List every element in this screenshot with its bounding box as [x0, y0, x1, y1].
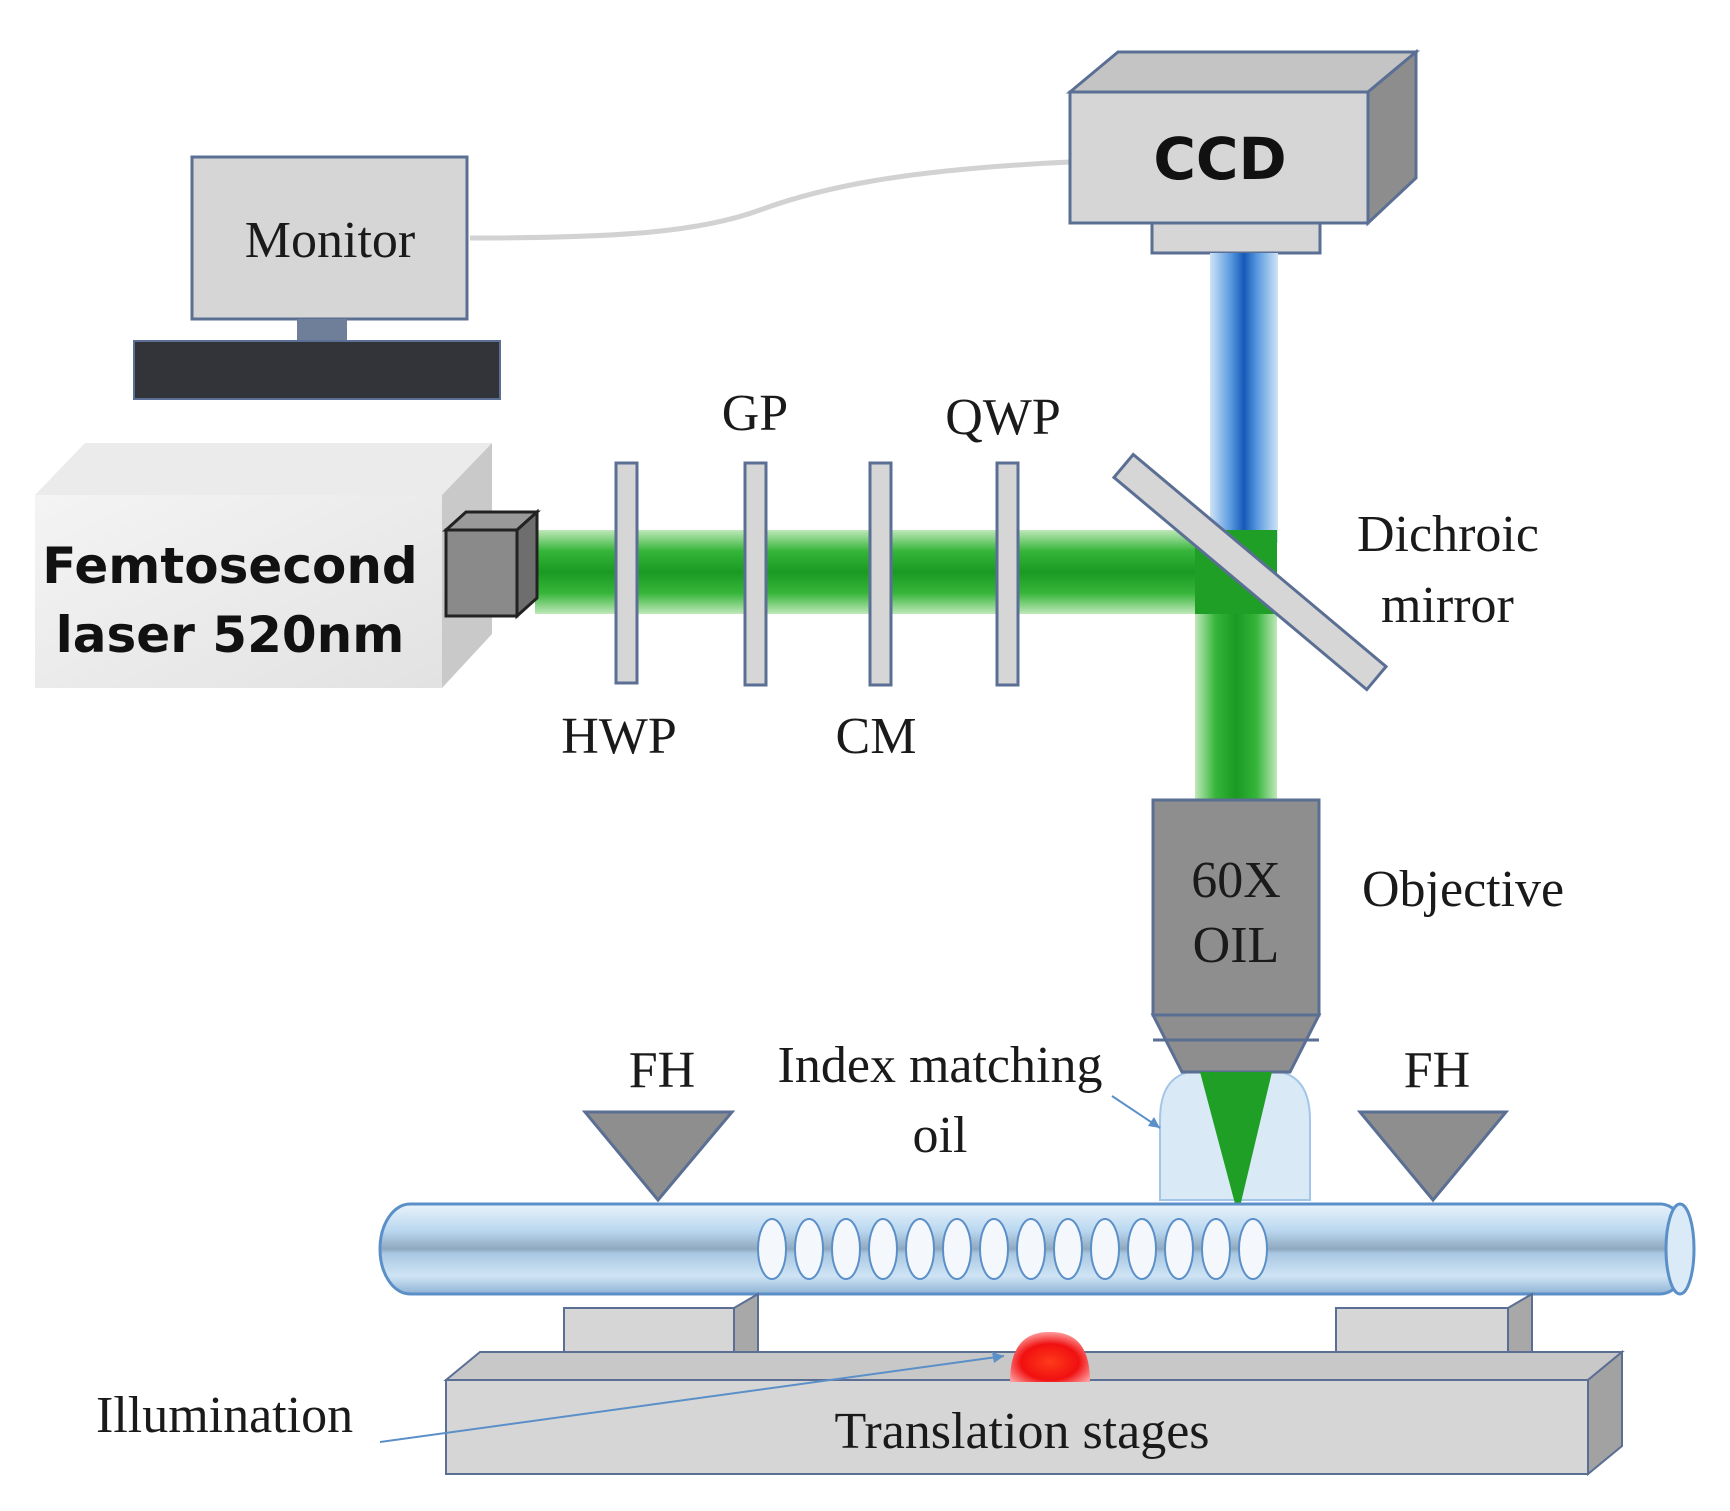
monitor: Monitor	[133, 155, 1071, 400]
fiber-end-face	[1664, 1202, 1696, 1296]
grating-mark	[757, 1218, 787, 1280]
femtosecond-laser: Femtosecond laser 520nm	[35, 443, 541, 688]
ccd-top-face	[1065, 50, 1421, 94]
illumination-leader-arrowhead	[992, 1352, 1004, 1363]
ccd-lens-mount	[1150, 221, 1322, 255]
dichroic-mirror-plate	[1111, 452, 1389, 692]
monitor-base	[133, 340, 501, 400]
illumination-leader-line	[379, 1355, 1005, 1443]
objective-body	[1151, 798, 1321, 1017]
laser-aperture-front	[444, 528, 519, 618]
cm-label: CM	[836, 708, 917, 765]
objective-nose	[1150, 1013, 1322, 1074]
focused-beam-cone	[1200, 1072, 1272, 1215]
illumination-source	[1010, 1332, 1090, 1382]
grating-mark	[1016, 1218, 1046, 1280]
objective-label-line2: OIL	[1193, 917, 1280, 974]
fh-left-label: FH	[629, 1042, 695, 1099]
optics-row: GP QWP HWP CM	[561, 385, 1061, 765]
hwp-plate	[614, 461, 639, 685]
grating-mark	[1201, 1218, 1231, 1280]
stages-label: Translation stages	[834, 1403, 1209, 1460]
qwp-label: QWP	[945, 389, 1061, 446]
laser-top-face	[35, 443, 492, 495]
monitor-screen	[190, 155, 469, 321]
grating-mark	[794, 1218, 824, 1280]
fiber-grating-marks	[757, 1218, 1268, 1280]
grating-mark	[979, 1218, 1009, 1280]
laser-aperture-side	[515, 508, 539, 620]
objective-label-line1: 60X	[1191, 852, 1281, 909]
fiber-holder-left	[581, 1110, 736, 1203]
monitor-label: Monitor	[245, 212, 415, 269]
fiber-holders: FH FH	[581, 1042, 1510, 1203]
laser-label-line1: Femtosecond	[42, 537, 417, 595]
grating-mark	[1164, 1218, 1194, 1280]
ccd-camera: CCD	[1065, 48, 1421, 255]
monitor-neck	[297, 319, 347, 341]
gp-label: GP	[722, 385, 788, 442]
dichroic-label-line1: Dichroic	[1357, 506, 1539, 563]
cm-plate	[868, 461, 893, 687]
grating-mark	[1090, 1218, 1120, 1280]
dichroic-mirror: Dichroic mirror	[1111, 452, 1539, 692]
grating-mark	[905, 1218, 935, 1280]
monitor-cable	[469, 159, 1071, 241]
annotation-leaders	[379, 1095, 1161, 1443]
dichroic-label-line2: mirror	[1381, 577, 1514, 634]
grating-mark	[868, 1218, 898, 1280]
fiber-holder-right	[1356, 1110, 1510, 1203]
illumination-label: Illumination	[96, 1387, 353, 1444]
grating-mark	[1053, 1218, 1083, 1280]
imaging-beam	[1210, 253, 1278, 543]
grating-mark	[942, 1218, 972, 1280]
grating-mark	[1127, 1218, 1157, 1280]
laser-label-line2: laser 520nm	[56, 606, 405, 664]
oil-label-line1: Index matching	[778, 1037, 1103, 1094]
hwp-label: HWP	[561, 708, 677, 765]
ccd-label: CCD	[1153, 125, 1286, 193]
objective: 60X OIL Objective	[1150, 798, 1564, 1074]
fh-right-label: FH	[1404, 1042, 1470, 1099]
oil-leader-arrowhead	[1148, 1117, 1160, 1128]
oil-label-line2: oil	[913, 1107, 968, 1164]
grating-mark	[1238, 1218, 1268, 1280]
qwp-plate	[995, 461, 1020, 687]
optical-fiber	[378, 1202, 1696, 1296]
laser-front-face	[35, 495, 442, 688]
translation-stage: Translation stages	[443, 1349, 1625, 1477]
gp-plate	[743, 461, 768, 687]
grating-mark	[831, 1218, 861, 1280]
objective-label: Objective	[1362, 861, 1564, 918]
